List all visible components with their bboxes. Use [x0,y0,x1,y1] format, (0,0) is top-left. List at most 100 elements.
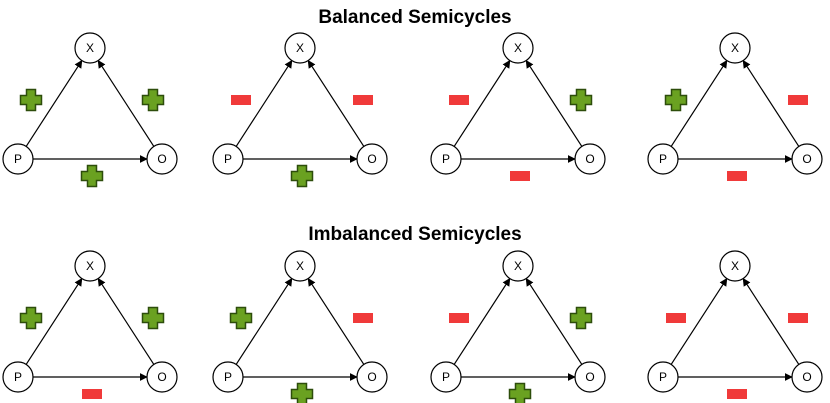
node-o-label: O [585,370,594,384]
p-o-minus-sign [510,171,530,181]
edge-p-x [235,59,293,147]
p-o-minus-sign [727,171,747,181]
p-x-minus-sign [231,95,251,105]
o-x-plus-sign [141,306,165,330]
node-p-label: P [659,152,667,166]
node-o-label: O [157,152,166,166]
node-p-label: P [442,152,450,166]
node-x [502,250,534,282]
node-o-label: O [585,152,594,166]
edge-o-x [525,277,583,365]
edge-o-x [307,277,365,365]
p-o-plus-sign [290,164,314,188]
edge-o-x [97,59,155,147]
node-o [574,143,606,175]
node-x [74,32,106,64]
triad-imbalanced-1: X P O [2,250,178,399]
p-x-plus-sign [229,306,253,330]
node-o [791,361,823,393]
p-o-plus-sign [80,164,104,188]
node-o [574,361,606,393]
node-p [430,143,462,175]
p-x-plus-sign [19,306,43,330]
edge-o-x [742,277,800,365]
o-x-plus-sign [569,88,593,112]
node-x [719,32,751,64]
node-x [502,32,534,64]
node-x [284,250,316,282]
edge-o-x [525,59,583,147]
edge-p-x [670,277,728,365]
node-p [2,143,34,175]
edge-o-x [742,59,800,147]
p-o-plus-sign [290,382,314,403]
p-x-minus-sign [449,313,469,323]
node-p-label: P [14,370,22,384]
node-o-label: O [367,370,376,384]
edge-o-x [307,59,365,147]
p-x-plus-sign [664,88,688,112]
node-x-label: X [86,41,94,55]
p-o-plus-sign [508,382,532,403]
o-x-plus-sign [141,88,165,112]
triad-balanced-2: X P O [212,32,388,188]
node-p [2,361,34,393]
p-x-plus-sign [19,88,43,112]
node-x-label: X [731,259,739,273]
triad-balanced-1: X P O [2,32,178,188]
node-x [284,32,316,64]
edge-p-x [453,59,511,147]
o-x-minus-sign [788,95,808,105]
node-x-label: X [514,259,522,273]
imbalanced-section-title: Imbalanced Semicycles [308,224,521,245]
edge-p-x [25,59,83,147]
triad-balanced-3: X P O [430,32,606,181]
triad-imbalanced-2: X P O [212,250,388,403]
edge-p-x [25,277,83,365]
balanced-section-title: Balanced Semicycles [318,7,511,28]
node-o [146,361,178,393]
node-x-label: X [86,259,94,273]
node-p [647,361,679,393]
node-p-label: P [224,370,232,384]
node-o-label: O [367,152,376,166]
p-x-minus-sign [449,95,469,105]
o-x-minus-sign [353,313,373,323]
node-x-label: X [731,41,739,55]
o-x-minus-sign [353,95,373,105]
edge-p-x [453,277,511,365]
node-x-label: X [296,41,304,55]
edge-p-x [670,59,728,147]
node-p [647,143,679,175]
triads-container: X P O X P O X P O X P O X P O X P O X P O X P O [2,32,823,403]
node-x [74,250,106,282]
node-o [356,361,388,393]
node-o [791,143,823,175]
node-o [146,143,178,175]
node-p-label: P [659,370,667,384]
node-p [212,361,244,393]
node-o-label: O [802,152,811,166]
node-p-label: P [14,152,22,166]
node-p-label: P [224,152,232,166]
node-x-label: X [514,41,522,55]
o-x-plus-sign [569,306,593,330]
node-o [356,143,388,175]
triad-imbalanced-3: X P O [430,250,606,403]
node-p [212,143,244,175]
node-o-label: O [802,370,811,384]
node-x-label: X [296,259,304,273]
node-o-label: O [157,370,166,384]
triad-imbalanced-4: X P O [647,250,823,399]
edge-p-x [235,277,293,365]
p-o-minus-sign [82,389,102,399]
edge-o-x [97,277,155,365]
triad-balanced-4: X P O [647,32,823,181]
o-x-minus-sign [788,313,808,323]
p-o-minus-sign [727,389,747,399]
node-p-label: P [442,370,450,384]
node-x [719,250,751,282]
node-p [430,361,462,393]
p-x-minus-sign [666,313,686,323]
